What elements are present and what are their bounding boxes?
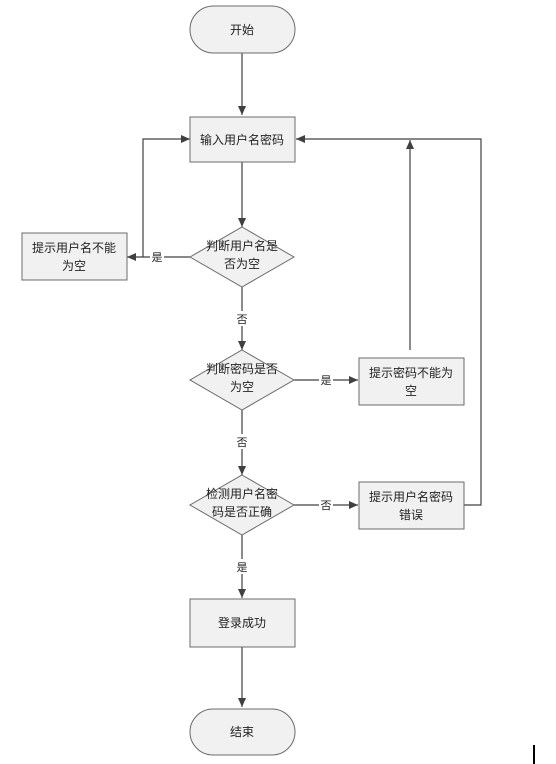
verify-decision: 检测用户名密 码是否正确 xyxy=(188,474,296,536)
check-user-line-2: 否为空 xyxy=(224,257,260,271)
edge-label-verify-yes: 是 xyxy=(237,561,248,574)
end-node: 结束 xyxy=(189,708,296,756)
edge-label-user-no: 否 xyxy=(237,313,248,326)
prompt-error-node: 提示用户名密码 错误 xyxy=(358,481,465,530)
edge-labels: 是 否 是 否 否 是 xyxy=(150,249,333,574)
edge-prompt-user-back-to-input xyxy=(142,135,190,257)
success-node-label: 登录成功 xyxy=(218,615,266,630)
input-node: 输入用户名密码 xyxy=(189,116,296,163)
verify-line-1: 检测用户名密 xyxy=(206,486,278,501)
input-node-label: 输入用户名密码 xyxy=(200,132,284,147)
check-pwd-line-2: 为空 xyxy=(230,380,254,394)
text-cursor-bar xyxy=(533,745,535,764)
prompt-pwd-line-1: 提示密码不能为 xyxy=(369,365,453,380)
prompt-pwd-line-2: 空 xyxy=(405,384,417,398)
prompt-error-line-2: 错误 xyxy=(399,508,423,522)
edge-label-pwd-yes: 是 xyxy=(321,374,332,387)
check-user-decision: 判断用户名是 否为空 xyxy=(188,226,296,288)
start-node-label: 开始 xyxy=(230,23,254,37)
edge-label-pwd-no: 否 xyxy=(237,436,248,449)
check-user-line-1: 判断用户名是 xyxy=(206,238,278,253)
prompt-pwd-empty-node: 提示密码不能为 空 xyxy=(358,357,465,406)
verify-line-2: 码是否正确 xyxy=(212,505,272,519)
success-node: 登录成功 xyxy=(189,598,296,648)
prompt-error-line-1: 提示用户名密码 xyxy=(369,489,453,504)
check-pwd-decision: 判断密码是否 为空 xyxy=(188,349,296,411)
prompt-user-empty-node: 提示用户名不能 为空 xyxy=(21,232,128,281)
edge-label-verify-no: 否 xyxy=(321,499,332,512)
edge-label-user-yes: 是 xyxy=(152,251,163,264)
start-node: 开始 xyxy=(189,5,296,54)
edge-prompt-error-back-to-input xyxy=(296,135,482,506)
check-pwd-line-1: 判断密码是否 xyxy=(206,361,278,376)
end-node-label: 结束 xyxy=(230,725,254,739)
prompt-user-line-1: 提示用户名不能 xyxy=(32,240,116,255)
prompt-user-line-2: 为空 xyxy=(62,259,86,273)
